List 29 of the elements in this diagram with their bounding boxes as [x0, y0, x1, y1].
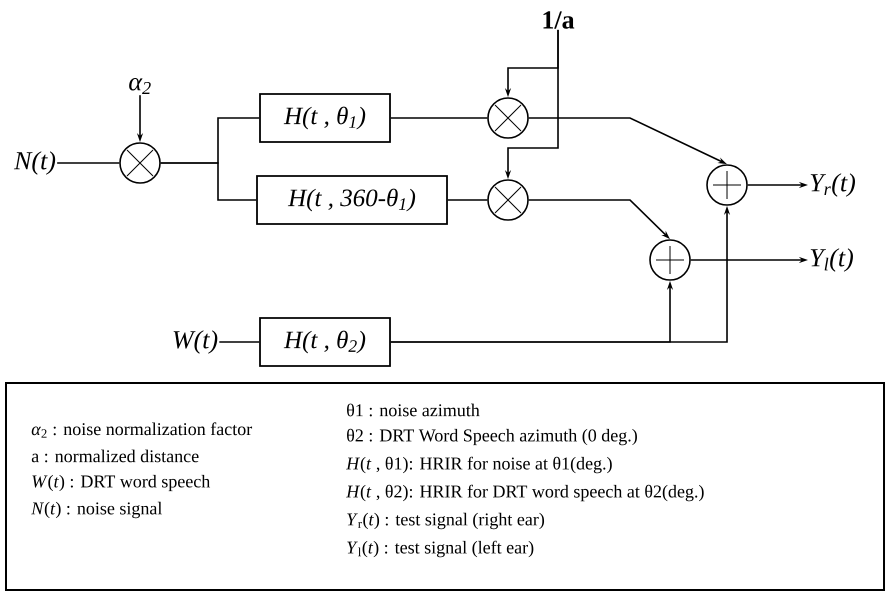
connector-line [448, 199, 488, 201]
definition-text: θ2 : DRT Word Speech azimuth (0 deg.) [347, 428, 637, 446]
definition-text: W(t) : DRT word speech [32, 474, 210, 492]
definition-text: Y$_{l}$(t) : test signal (left ear) [347, 540, 534, 558]
filter-box: H(t , θ$_{1}$) [259, 93, 391, 143]
multiplier-circle [119, 142, 161, 184]
definition-text: θ1 : noise azimuth [347, 404, 480, 416]
signal-label: Y$_{r}$(t) [810, 173, 855, 197]
connector-line [57, 162, 120, 164]
connector-line [160, 162, 256, 201]
signal-label: W(t) [174, 330, 218, 354]
connector-line [219, 341, 260, 343]
connector-line [390, 117, 488, 119]
signal-label: N(t) [14, 151, 56, 175]
signal-label: α$_{2}$ [129, 78, 151, 94]
filter-box: H(t , 360-θ$_{1}$) [256, 175, 448, 225]
multiplier-circle [487, 179, 529, 221]
adder-circle [706, 164, 748, 206]
definition-text: Y$_{r}$(t) : test signal (right ear) [347, 512, 544, 530]
definition-text: H(t , θ2): HRIR for DRT word speech at θ2(deg.) [346, 484, 704, 502]
multiplier-circle [487, 97, 529, 139]
adder-circle [649, 239, 691, 281]
definition-text: α$_{2}$ : noise normalization factor [32, 422, 252, 438]
definition-text: a : normalized distance [32, 450, 199, 462]
signal-label: 1/a [543, 11, 574, 29]
signal-label: Y$_{l}$(t) [810, 248, 853, 272]
definition-text: H(t , θ1): HRIR for noise at θ1(deg.) [346, 456, 612, 474]
filter-box: H(t , θ$_{2}$) [259, 317, 391, 367]
definition-text: N(t) : noise signal [31, 502, 162, 518]
